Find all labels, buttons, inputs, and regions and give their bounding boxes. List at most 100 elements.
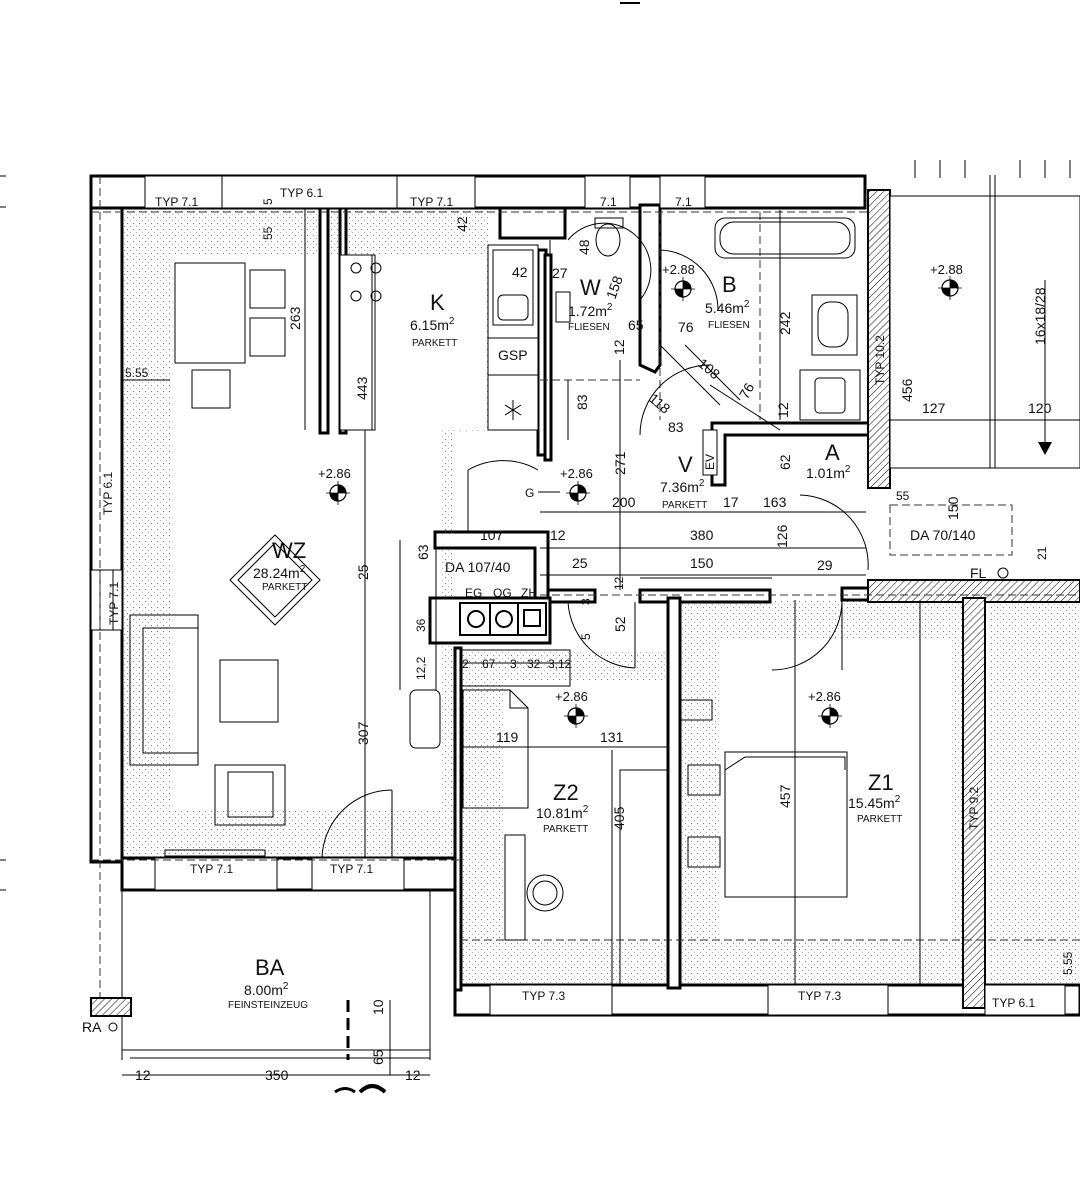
window-label-typ71-left: TYP 7.1 xyxy=(107,582,121,625)
chimney xyxy=(459,602,547,636)
dim-242: 242 xyxy=(777,311,793,335)
dim-27: 27 xyxy=(552,265,568,281)
window-label-typ71-a: TYP 7.1 xyxy=(155,195,198,209)
room-floor: FLIESEN xyxy=(708,320,750,331)
dim-380: 380 xyxy=(690,527,714,543)
dim-3b: 3 xyxy=(579,598,593,605)
dim-12e: 12 xyxy=(405,1067,421,1083)
top-fragments xyxy=(0,2,640,891)
stair-level: +2.88 xyxy=(930,262,963,277)
window-label-typ61-a: TYP 6.1 xyxy=(280,186,323,200)
g-label: G xyxy=(525,486,534,500)
svg-text:6.15m2: 6.15m2 xyxy=(410,316,455,333)
window-label-typ73-a: TYP 7.3 xyxy=(522,989,565,1003)
dim-131: 131 xyxy=(600,729,624,745)
room-label-b: B 5.46m2 FLIESEN xyxy=(705,272,750,331)
dim-67: 67 xyxy=(482,657,496,671)
area-unit-sup: 2 xyxy=(895,794,901,805)
svg-text:15.45m2: 15.45m2 xyxy=(848,794,901,811)
window-label-typ71-e: TYP 7.1 xyxy=(190,862,233,876)
staircase xyxy=(889,160,1080,469)
room-name: B xyxy=(722,272,737,297)
dim-307: 307 xyxy=(355,721,371,745)
area-unit-sup: 2 xyxy=(283,981,289,992)
dim-120: 120 xyxy=(1028,400,1052,416)
fl-marker xyxy=(997,567,1009,579)
dim-17: 17 xyxy=(723,494,739,510)
dotted-floor-zones xyxy=(122,208,1080,985)
chimney-zh: ZH xyxy=(521,586,537,600)
dim-42: 42 xyxy=(512,264,528,280)
svg-text:8.00m2: 8.00m2 xyxy=(244,981,289,998)
room-area: 6.15m xyxy=(410,317,449,333)
room-area: 5.46m xyxy=(705,300,744,316)
dim-12d: 12 xyxy=(135,1067,151,1083)
dim-555b: 5.55 xyxy=(1061,951,1075,975)
dim-12-2: 12,2 xyxy=(414,656,428,680)
svg-text:7.36m2: 7.36m2 xyxy=(660,478,705,495)
dim-62: 62 xyxy=(777,454,793,470)
svg-text:10.81m2: 10.81m2 xyxy=(536,804,589,821)
room-label-wz: WZ 28.24m2 PARKETT xyxy=(253,538,307,593)
room-name: W xyxy=(580,275,601,300)
room-floor: PARKETT xyxy=(662,500,707,511)
chimney-og: OG xyxy=(493,586,512,600)
chimney-eg: EG xyxy=(465,586,482,600)
room-name: V xyxy=(678,452,693,477)
dim-10: 10 xyxy=(370,999,386,1015)
dim-25a: 25 xyxy=(355,564,371,580)
room-area: 1.01m xyxy=(806,465,845,481)
area-unit-sup: 2 xyxy=(300,564,306,575)
dim-158: 158 xyxy=(603,273,626,301)
dim-443: 443 xyxy=(354,376,370,400)
room-label-z2: Z2 10.81m2 PARKETT xyxy=(536,780,589,835)
room-z2-furniture xyxy=(459,649,669,986)
area-unit-sup: 2 xyxy=(607,302,613,313)
area-unit-sup: 2 xyxy=(845,464,851,475)
svg-text:28.24m2: 28.24m2 xyxy=(253,564,306,581)
dim-83b: 83 xyxy=(668,419,684,435)
level-marker-b xyxy=(670,276,696,302)
stair-label: 16x18/28 xyxy=(1032,287,1048,345)
area-unit-sup: 2 xyxy=(744,299,750,310)
room-name: K xyxy=(430,290,445,315)
svg-text:5.46m2: 5.46m2 xyxy=(705,299,750,316)
dim-119: 119 xyxy=(496,729,519,745)
room-floor: FLIESEN xyxy=(568,322,610,333)
window-label-typ71-f: TYP 7.1 xyxy=(330,862,373,876)
dim-127: 127 xyxy=(922,400,946,416)
room-label-k: K 6.15m2 PARKETT xyxy=(410,290,457,349)
dim-5: 5 xyxy=(261,198,275,205)
gsp-label: GSP xyxy=(498,347,528,363)
dim-36: 36 xyxy=(414,618,428,632)
room-z1-furniture xyxy=(679,600,921,985)
kitchen-counter xyxy=(339,244,539,431)
window-label-71-d: 7.1 xyxy=(675,195,692,209)
area-unit-sup: 2 xyxy=(699,478,705,489)
bath-fixtures xyxy=(555,217,861,421)
room-floor: FEINSTEINZEUG xyxy=(228,1000,308,1011)
door-swings xyxy=(321,364,869,859)
svg-text:1.01m2: 1.01m2 xyxy=(806,464,851,481)
room-name: BA xyxy=(255,955,285,980)
dim-12: 12 xyxy=(611,339,627,355)
dim-405: 405 xyxy=(611,806,627,830)
dim-83a: 83 xyxy=(574,394,590,410)
dim-29: 29 xyxy=(817,557,833,573)
z1-level: +2.86 xyxy=(808,689,841,704)
dim-52: 52 xyxy=(612,616,628,632)
room-floor: PARKETT xyxy=(262,582,307,593)
room-area: 10.81m xyxy=(536,805,583,821)
window-label-typ102: TYP 10.2 xyxy=(873,335,887,385)
room-area: 28.24m xyxy=(253,565,300,581)
dim-12b: 12 xyxy=(550,527,566,543)
dim-55: 55 xyxy=(261,226,275,240)
room-area: 1.72m xyxy=(568,303,607,319)
room-name: A xyxy=(825,440,840,465)
area-unit-sup: 2 xyxy=(449,316,455,327)
ra-label: RA xyxy=(82,1019,102,1035)
dimension-lines xyxy=(122,208,1080,1076)
room-name: Z1 xyxy=(868,770,894,795)
dim-555: 5.55 xyxy=(125,366,149,380)
room-name: Z2 xyxy=(553,780,579,805)
